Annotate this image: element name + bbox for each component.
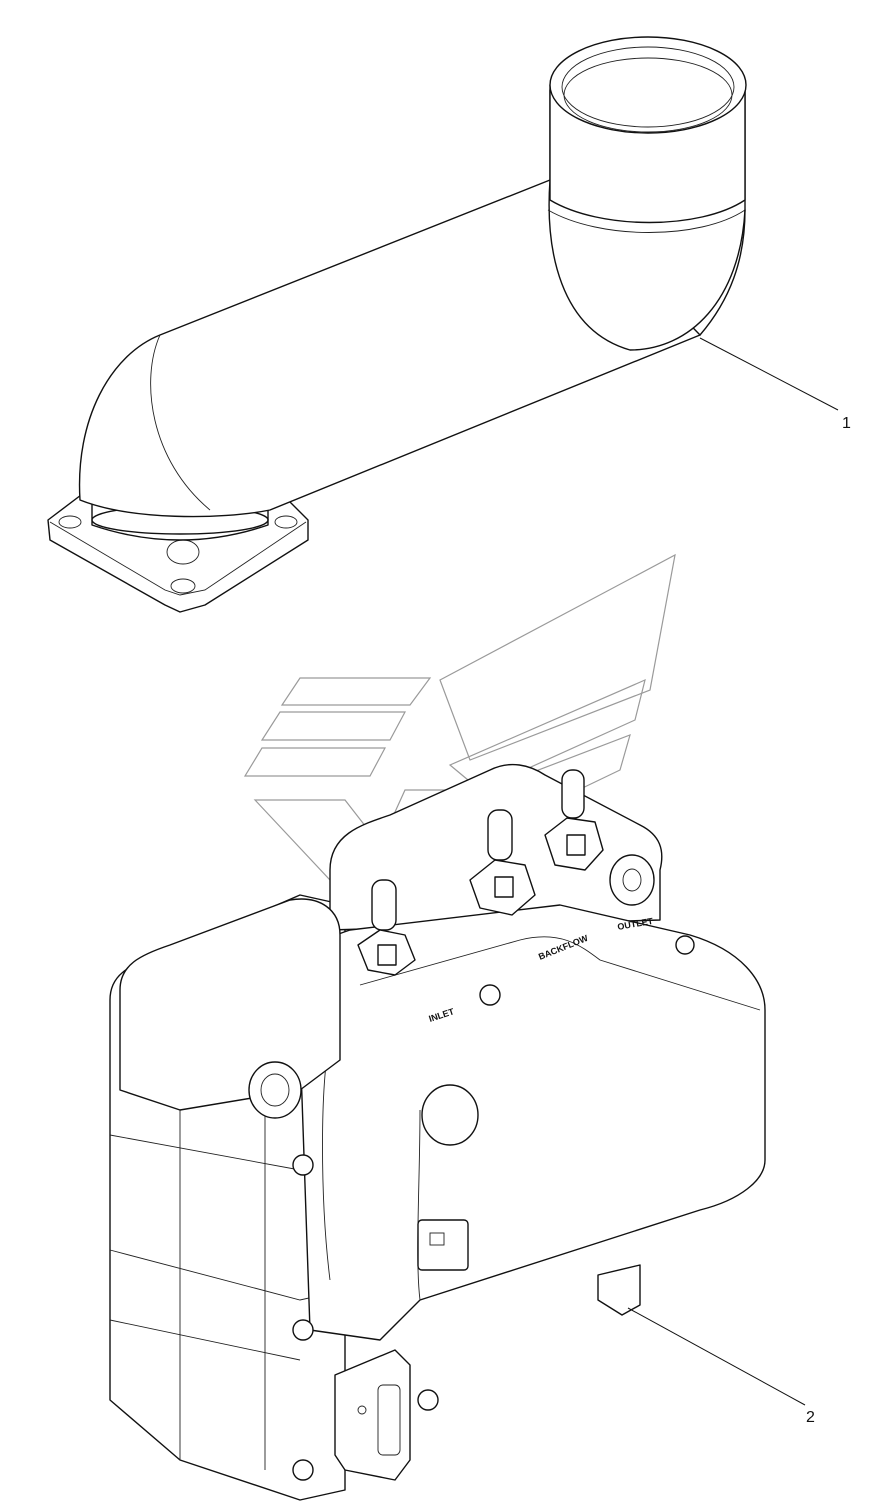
connector-post-middle xyxy=(469,809,536,916)
part-1-elbow-pipe xyxy=(47,36,747,613)
leader-line-2 xyxy=(627,1307,806,1406)
leader-line-1 xyxy=(699,337,839,411)
electrical-connector xyxy=(334,1349,411,1481)
part-2-supply-module: INLET BACKFLOW OUTLET xyxy=(109,763,766,1501)
bracket xyxy=(597,1264,641,1316)
callout-1: 1 xyxy=(842,415,851,432)
callout-2: 2 xyxy=(806,1409,815,1426)
bolt-heads xyxy=(292,935,695,1481)
connector-post-left xyxy=(357,879,416,976)
connector-post-right xyxy=(544,769,604,871)
